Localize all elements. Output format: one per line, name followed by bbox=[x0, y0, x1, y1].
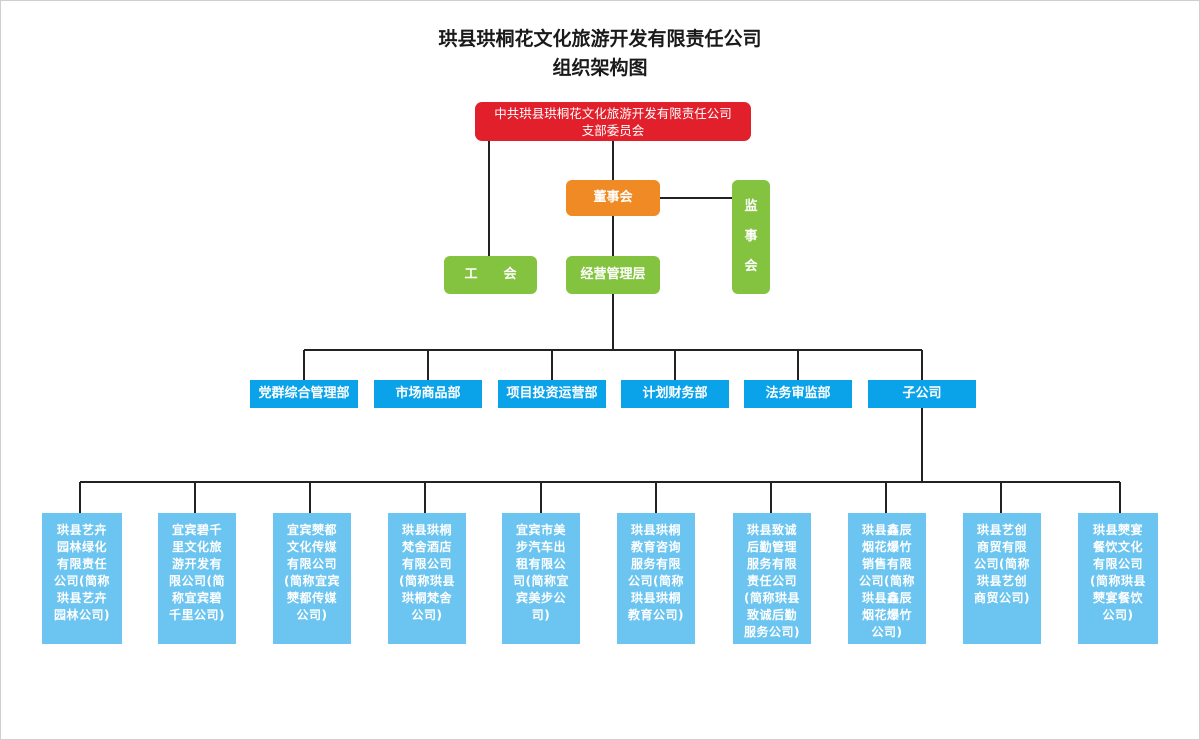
subsidiary-node: 珙县艺卉园林绿化有限责任公司(简称珙县艺卉园林公司) bbox=[42, 513, 122, 644]
party-committee-line2: 支部委员会 bbox=[581, 122, 645, 138]
chart-title: 珙县珙桐花文化旅游开发有限责任公司 bbox=[438, 28, 762, 50]
department-node: 法务审监部 bbox=[744, 380, 852, 408]
subsidiary-node: 珙县珙桐教育咨询服务有限公司(简称珙县珙桐教育公司) bbox=[617, 513, 695, 644]
subsidiary-node: 宜宾僰都文化传媒有限公司(简称宜宾僰都传媒公司) bbox=[273, 513, 351, 644]
subsidiary-node: 珙县僰宴餐饮文化有限公司(简称珙县僰宴餐饮公司) bbox=[1078, 513, 1158, 644]
party-committee-line1: 中共珙县珙桐花文化旅游开发有限责任公司 bbox=[494, 105, 732, 121]
supervisory-char: 会 bbox=[744, 259, 758, 274]
subsidiary-department-node: 子公司 bbox=[868, 380, 976, 408]
chart-subtitle: 组织架构图 bbox=[552, 57, 648, 79]
party-committee-node: 中共珙县珙桐花文化旅游开发有限责任公司 支部委员会 bbox=[475, 102, 751, 141]
subsidiary-node: 珙县致诚后勤管理服务有限责任公司(简称珙县致诚后勤服务公司) bbox=[733, 513, 811, 644]
board-node: 董事会 bbox=[566, 180, 660, 216]
union-node: 工 会 bbox=[444, 256, 537, 294]
subsidiary-node: 宜宾碧千里文化旅游开发有限公司(简称宜宾碧千里公司) bbox=[158, 513, 236, 644]
supervisory-char: 监 bbox=[744, 199, 758, 214]
subsidiary-node: 宜宾市美步汽车出租有限公司(简称宜宾美步公司) bbox=[502, 513, 580, 644]
department-node: 党群综合管理部 bbox=[250, 380, 358, 408]
department-node: 计划财务部 bbox=[621, 380, 729, 408]
supervisory-board-node: 监 事 会 bbox=[732, 180, 770, 294]
department-node: 项目投资运营部 bbox=[498, 380, 606, 408]
subsidiary-node: 珙县珙桐梵舍酒店有限公司(简称珙县珙桐梵舍公司) bbox=[388, 513, 466, 644]
supervisory-char: 事 bbox=[744, 229, 758, 244]
department-node: 市场商品部 bbox=[374, 380, 482, 408]
subsidiary-node: 珙县艺创商贸有限公司(简称珙县艺创商贸公司) bbox=[963, 513, 1041, 644]
subsidiary-node: 珙县鑫辰烟花爆竹销售有限公司(简称珙县鑫辰烟花爆竹公司) bbox=[848, 513, 926, 644]
management-node: 经营管理层 bbox=[566, 256, 660, 294]
